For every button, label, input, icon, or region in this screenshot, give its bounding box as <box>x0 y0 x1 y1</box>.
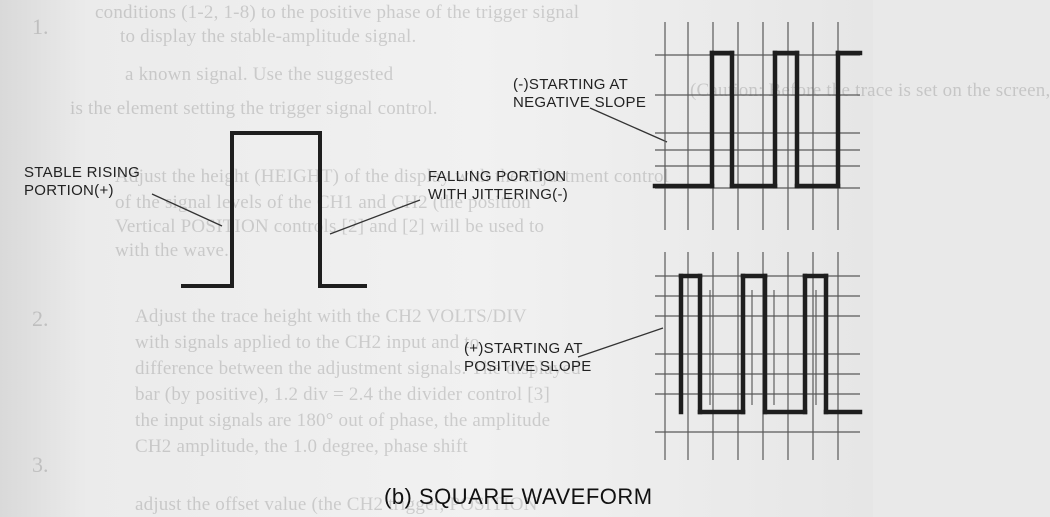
square-waveform-diagram <box>151 22 863 460</box>
background-text-line: a known signal. Use the suggested <box>125 64 394 85</box>
leader-line-positive-slope <box>577 327 664 358</box>
background-text-line: is the element setting the trigger signa… <box>70 98 438 119</box>
label-negative-slope: (-)STARTING AT NEGATIVE SLOPE <box>513 76 646 112</box>
background-text-line: adjust the offset value (the CH2 trigger… <box>135 494 538 515</box>
background-step-number: 2. <box>32 306 49 331</box>
label-positive-slope: (+)STARTING AT POSITIVE SLOPE <box>464 340 592 376</box>
waveform-positive-slope <box>678 273 863 415</box>
leader-line-falling <box>329 199 421 235</box>
background-step-number: 1. <box>32 14 49 39</box>
background-text-line: Vertical POSITION controls [2] and [2] w… <box>115 216 545 237</box>
label-line: WITH JITTERING(-) <box>428 186 569 203</box>
label-line: FALLING PORTION <box>428 168 567 185</box>
square-pulse <box>181 131 367 288</box>
background-text-line: bar (by positive), 1.2 div = 2.4 the div… <box>135 384 551 405</box>
leader-line-rising <box>151 193 223 227</box>
label-line: NEGATIVE SLOPE <box>513 94 647 111</box>
scope-grid-positive <box>655 252 860 460</box>
background-step-number: 3. <box>32 452 49 477</box>
waveform-positive-ghost <box>709 290 817 405</box>
background-text-line: (Caution: Before the trace is set on the… <box>690 80 1050 101</box>
label-line: (+)STARTING AT <box>464 340 583 357</box>
background-text-line: CH2 amplitude, the 1.0 degree, phase shi… <box>135 436 468 457</box>
background-text-line: Adjust the trace height with the CH2 VOL… <box>135 306 527 327</box>
background-text-line: the input signals are 180° out of phase,… <box>135 410 551 431</box>
label-line: STABLE RISING <box>24 164 141 181</box>
waveform-negative-slope <box>652 50 863 189</box>
label-line: PORTION(+) <box>24 182 114 199</box>
background-text-line: with the wave. <box>115 240 230 261</box>
leader-line-negative-slope <box>589 107 668 143</box>
background-text-line: conditions (1-2, 1-8) to the positive ph… <box>95 2 580 23</box>
background-text-line: of the signal levels of the CH1 and CH2 … <box>115 192 531 213</box>
figure-caption: (b) SQUARE WAVEFORM <box>384 484 653 509</box>
scope-grid-negative <box>655 22 860 230</box>
label-line: (-)STARTING AT <box>513 76 629 93</box>
label-stable-rising: STABLE RISING PORTION(+) <box>24 164 140 200</box>
background-text-line: difference between the adjustment signal… <box>135 358 581 379</box>
background-text-line: Adjust the height (HEIGHT) of the displa… <box>115 166 670 187</box>
background-text-line: with signals applied to the CH2 input an… <box>135 332 480 353</box>
label-falling-jitter: FALLING PORTION WITH JITTERING(-) <box>428 168 568 204</box>
background-text-line: to display the stable-amplitude signal. <box>120 26 417 47</box>
label-line: POSITIVE SLOPE <box>464 358 592 375</box>
